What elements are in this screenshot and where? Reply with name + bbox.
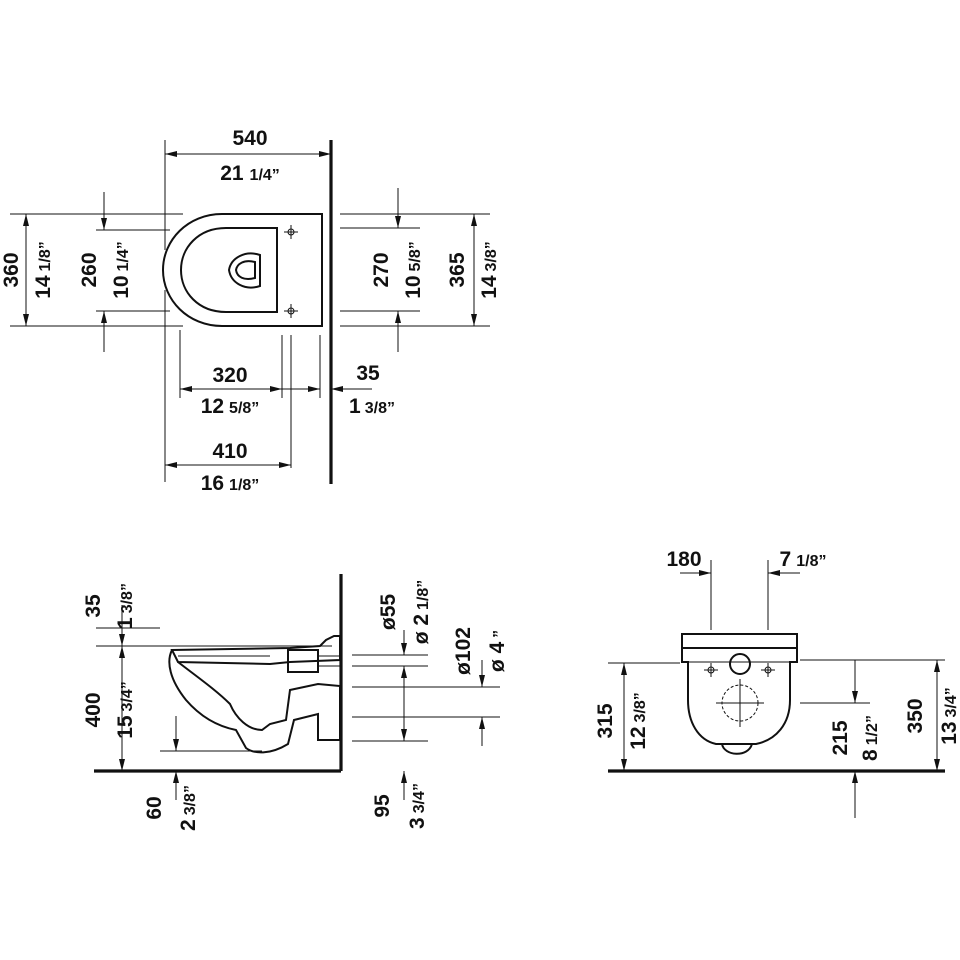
top-bolt-inch-frac: 5/8” <box>407 241 424 271</box>
top-depth-mm: 360 <box>0 252 23 287</box>
side-outlet-height-inch-frac: 3/4” <box>411 783 428 813</box>
svg-text:33/4”: 3 3/4” <box>406 783 429 829</box>
side-outlet-mm: ø102 <box>452 627 475 675</box>
top-drain-inner <box>234 260 256 280</box>
top-total-inch: 14 <box>478 275 501 299</box>
top-view: 540 21 1/4” 360 14 1/8” 260 10 1/4” 270 10 5… <box>0 127 501 495</box>
top-bowl-inner <box>179 227 279 313</box>
svg-text:13/8”: 1 3/8” <box>114 583 137 629</box>
rear-seat-height-inch-frac: 3/8” <box>632 692 649 722</box>
svg-text:211/4”: 21 1/4” <box>220 162 280 185</box>
top-wall-gap-mm: 35 <box>356 362 380 385</box>
rear-outlet-height-inch-frac: 1/2” <box>864 715 881 745</box>
svg-text:125/8”: 12 5/8” <box>201 395 260 418</box>
top-total-inch-frac: 3/8” <box>483 241 500 271</box>
rear-total-height-inch: 13 <box>938 721 960 744</box>
top-front-inch-frac: 5/8” <box>229 400 259 417</box>
side-height-inch-frac: 3/4” <box>119 681 136 711</box>
rear-half-width-inch-frac: 1/8” <box>796 553 826 570</box>
side-outlet-inch-frac: ” <box>491 630 508 638</box>
side-outlet-inch: ø 4 <box>486 642 509 673</box>
top-width-inch: 21 <box>220 162 244 185</box>
svg-text:ø 21/8”: ø 2 1/8” <box>410 580 433 645</box>
side-inlet-inch-frac: 1/8” <box>415 580 432 610</box>
top-seat-mm: 260 <box>78 252 101 287</box>
top-drain-outline <box>227 252 261 289</box>
top-total-mm: 365 <box>446 252 469 287</box>
rear-outlet-height-mm: 215 <box>829 720 852 755</box>
svg-text:101/4”: 10 1/4” <box>110 241 133 299</box>
svg-text:123/8”: 12 3/8” <box>627 692 650 750</box>
rear-seat-top <box>681 633 798 649</box>
svg-text:81/2”: 8 1/2” <box>859 715 882 761</box>
top-seat-inch-frac: 1/4” <box>115 241 132 271</box>
side-height-mm: 400 <box>82 692 105 727</box>
top-bolt-inch: 10 <box>402 275 425 298</box>
side-rim-mm: 35 <box>82 594 105 618</box>
rear-outlet-height-inch: 8 <box>859 749 882 761</box>
side-outlet-height-inch: 3 <box>406 817 429 829</box>
svg-text:161/8”: 16 1/8” <box>201 472 260 495</box>
side-inlet-mm: ø55 <box>377 594 400 631</box>
rear-bolt-hole-right <box>761 663 775 677</box>
top-hinge-hole-lower <box>284 304 298 318</box>
svg-text:23/8”: 2 3/8” <box>177 785 200 831</box>
top-front-mm: 320 <box>212 364 247 387</box>
side-floor-inch: 2 <box>177 819 200 831</box>
top-bowl-inch: 16 <box>201 472 224 495</box>
svg-text:13/8”: 13/8” <box>349 395 395 418</box>
side-inlet-inch: ø 2 <box>410 614 433 644</box>
top-width-mm: 540 <box>232 127 267 150</box>
rear-seat-height-inch: 12 <box>627 726 650 749</box>
rear-inlet-hole <box>729 653 751 675</box>
svg-text:71/8”: 71/8” <box>780 548 827 571</box>
side-height-inch: 15 <box>114 715 137 739</box>
side-inlet <box>287 649 319 673</box>
svg-text:141/8”: 14 1/8” <box>32 241 55 299</box>
rear-bolt-hole-left <box>704 663 718 677</box>
svg-text:143/8”: 14 3/8” <box>478 241 501 299</box>
top-width-inch-frac: 1/4” <box>250 167 280 184</box>
side-floor-inch-frac: 3/8” <box>182 785 199 815</box>
side-seat <box>170 635 341 666</box>
side-bowl-body <box>168 649 341 754</box>
svg-text:ø 4”: ø 4 ” <box>486 630 509 672</box>
top-hinge-hole-upper <box>284 225 298 239</box>
top-seat-inch: 10 <box>110 275 133 298</box>
top-depth-inch-frac: 1/8” <box>37 241 54 271</box>
rear-half-width-mm: 180 <box>666 548 701 571</box>
side-view: 35 1 3/8” 400 15 3/4” 60 2 3/8” ø55 ø 2 1/8”… <box>82 574 509 831</box>
svg-text:153/4”: 15 3/4” <box>114 681 137 739</box>
top-wall-gap-inch: 1 <box>349 395 361 418</box>
side-outlet-height-mm: 95 <box>371 794 394 818</box>
rear-total-height-inch-frac: 3/4” <box>943 687 960 717</box>
side-rim-inch-frac: 3/8” <box>119 583 136 613</box>
rear-total-height-mm: 350 <box>904 698 927 733</box>
top-bowl-outline <box>161 213 323 327</box>
side-rim-inch: 1 <box>114 617 137 629</box>
rear-outlet-curve <box>721 743 753 755</box>
svg-text:133/4”: 13 3/4” <box>938 687 960 745</box>
top-wall-gap-inch-frac: 3/8” <box>365 400 395 417</box>
rear-body <box>681 647 798 745</box>
top-bowl-inch-frac: 1/8” <box>229 477 259 494</box>
top-front-inch: 12 <box>201 395 224 418</box>
svg-text:105/8”: 10 5/8” <box>402 241 425 299</box>
top-depth-inch: 14 <box>32 275 55 299</box>
top-bolt-mm: 270 <box>370 252 393 287</box>
rear-half-width-inch: 7 <box>780 548 792 571</box>
side-floor-mm: 60 <box>143 796 166 819</box>
top-bowl-mm: 410 <box>212 440 247 463</box>
rear-seat-height-mm: 315 <box>594 703 617 738</box>
